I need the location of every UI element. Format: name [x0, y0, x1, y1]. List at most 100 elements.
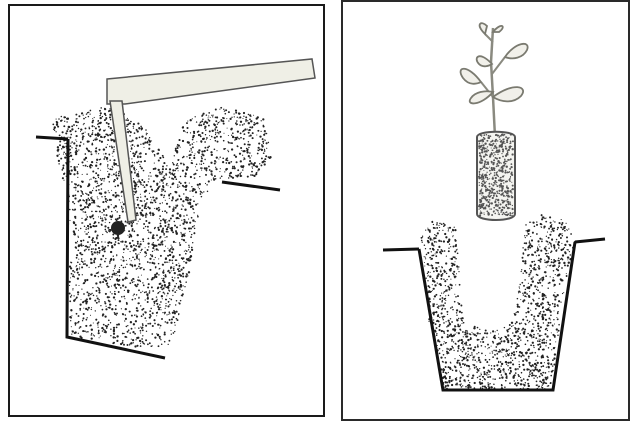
soil-speck	[204, 147, 206, 149]
soil-speck	[227, 160, 229, 162]
soil-speck	[159, 307, 160, 308]
soil-speck	[189, 151, 190, 152]
soil-speck	[140, 252, 141, 253]
soil-speck	[162, 171, 164, 173]
soil-speck	[136, 175, 138, 177]
soil-speck	[138, 131, 139, 132]
soil-speck	[471, 387, 472, 388]
soil-speck	[94, 202, 95, 203]
soil-speck	[445, 366, 447, 368]
soil-speck	[115, 299, 116, 300]
soil-speck	[457, 350, 459, 352]
soil-speck	[118, 323, 120, 325]
soil-speck	[178, 265, 180, 267]
soil-speck	[90, 244, 91, 245]
soil-speck	[83, 123, 84, 124]
soil-speck	[424, 262, 425, 263]
soil-speck	[178, 144, 180, 146]
soil-speck	[74, 197, 76, 199]
soil-speck	[203, 123, 205, 125]
soil-speck	[429, 276, 431, 278]
soil-speck	[551, 259, 552, 260]
soil-speck	[529, 321, 530, 322]
soil-speck	[73, 124, 75, 126]
soil-speck	[168, 194, 169, 195]
soil-speck	[219, 171, 220, 172]
soil-speck	[453, 341, 454, 342]
soil-speck	[109, 222, 110, 223]
soil-speck	[231, 135, 232, 136]
soil-speck	[113, 327, 115, 329]
soil-speck	[511, 192, 512, 193]
soil-speck	[73, 295, 74, 296]
soil-speck	[239, 114, 240, 115]
soil-speck	[182, 204, 183, 205]
soil-speck	[507, 154, 509, 156]
soil-speck	[247, 176, 249, 178]
soil-speck	[437, 262, 439, 264]
soil-speck	[124, 290, 125, 291]
soil-speck	[496, 191, 497, 192]
soil-speck	[466, 375, 468, 377]
soil-speck	[503, 356, 504, 357]
soil-speck	[458, 303, 460, 305]
soil-speck	[86, 264, 88, 266]
soil-speck	[550, 319, 551, 320]
soil-speck	[553, 259, 555, 261]
soil-speck	[527, 307, 529, 309]
soil-speck	[439, 324, 441, 326]
soil-speck	[424, 245, 425, 246]
soil-speck	[143, 284, 145, 286]
soil-speck	[504, 158, 506, 160]
soil-speck	[83, 293, 85, 295]
soil-speck	[127, 325, 128, 326]
soil-speck	[558, 247, 560, 249]
soil-speck	[90, 294, 92, 296]
soil-speck	[430, 259, 431, 260]
soil-speck	[173, 268, 175, 270]
soil-speck	[495, 331, 496, 332]
soil-speck	[133, 230, 135, 232]
soil-speck	[527, 340, 529, 342]
soil-speck	[449, 240, 450, 241]
soil-speck	[481, 204, 482, 205]
soil-speck	[149, 262, 151, 264]
soil-speck	[133, 127, 134, 128]
soil-speck	[488, 196, 490, 198]
soil-speck	[136, 161, 138, 163]
soil-speck	[77, 322, 79, 324]
soil-speck	[62, 164, 64, 166]
soil-speck	[166, 286, 168, 288]
soil-speck	[500, 340, 502, 342]
soil-speck	[151, 262, 153, 264]
soil-speck	[112, 342, 114, 344]
soil-speck	[136, 174, 137, 175]
soil-speck	[500, 212, 501, 213]
soil-speck	[70, 277, 71, 278]
soil-speck	[446, 382, 448, 384]
soil-speck	[77, 171, 79, 173]
soil-speck	[243, 130, 245, 132]
soil-speck	[160, 307, 161, 308]
soil-speck	[143, 241, 144, 242]
soil-speck	[92, 190, 93, 191]
soil-speck	[113, 159, 115, 161]
soil-speck	[542, 239, 543, 240]
soil-speck	[123, 260, 125, 262]
soil-speck	[113, 333, 115, 335]
soil-speck	[77, 261, 79, 263]
soil-speck	[548, 253, 549, 254]
soil-speck	[547, 265, 548, 266]
soil-speck	[168, 340, 170, 342]
soil-speck	[182, 273, 184, 275]
soil-speck	[448, 250, 450, 252]
soil-speck	[87, 331, 89, 333]
soil-speck	[482, 168, 484, 170]
soil-speck	[250, 120, 252, 122]
soil-speck	[531, 261, 533, 263]
soil-speck	[189, 199, 191, 201]
soil-speck	[468, 365, 470, 367]
soil-speck	[533, 293, 535, 295]
soil-speck	[510, 202, 511, 203]
soil-speck	[107, 286, 109, 288]
